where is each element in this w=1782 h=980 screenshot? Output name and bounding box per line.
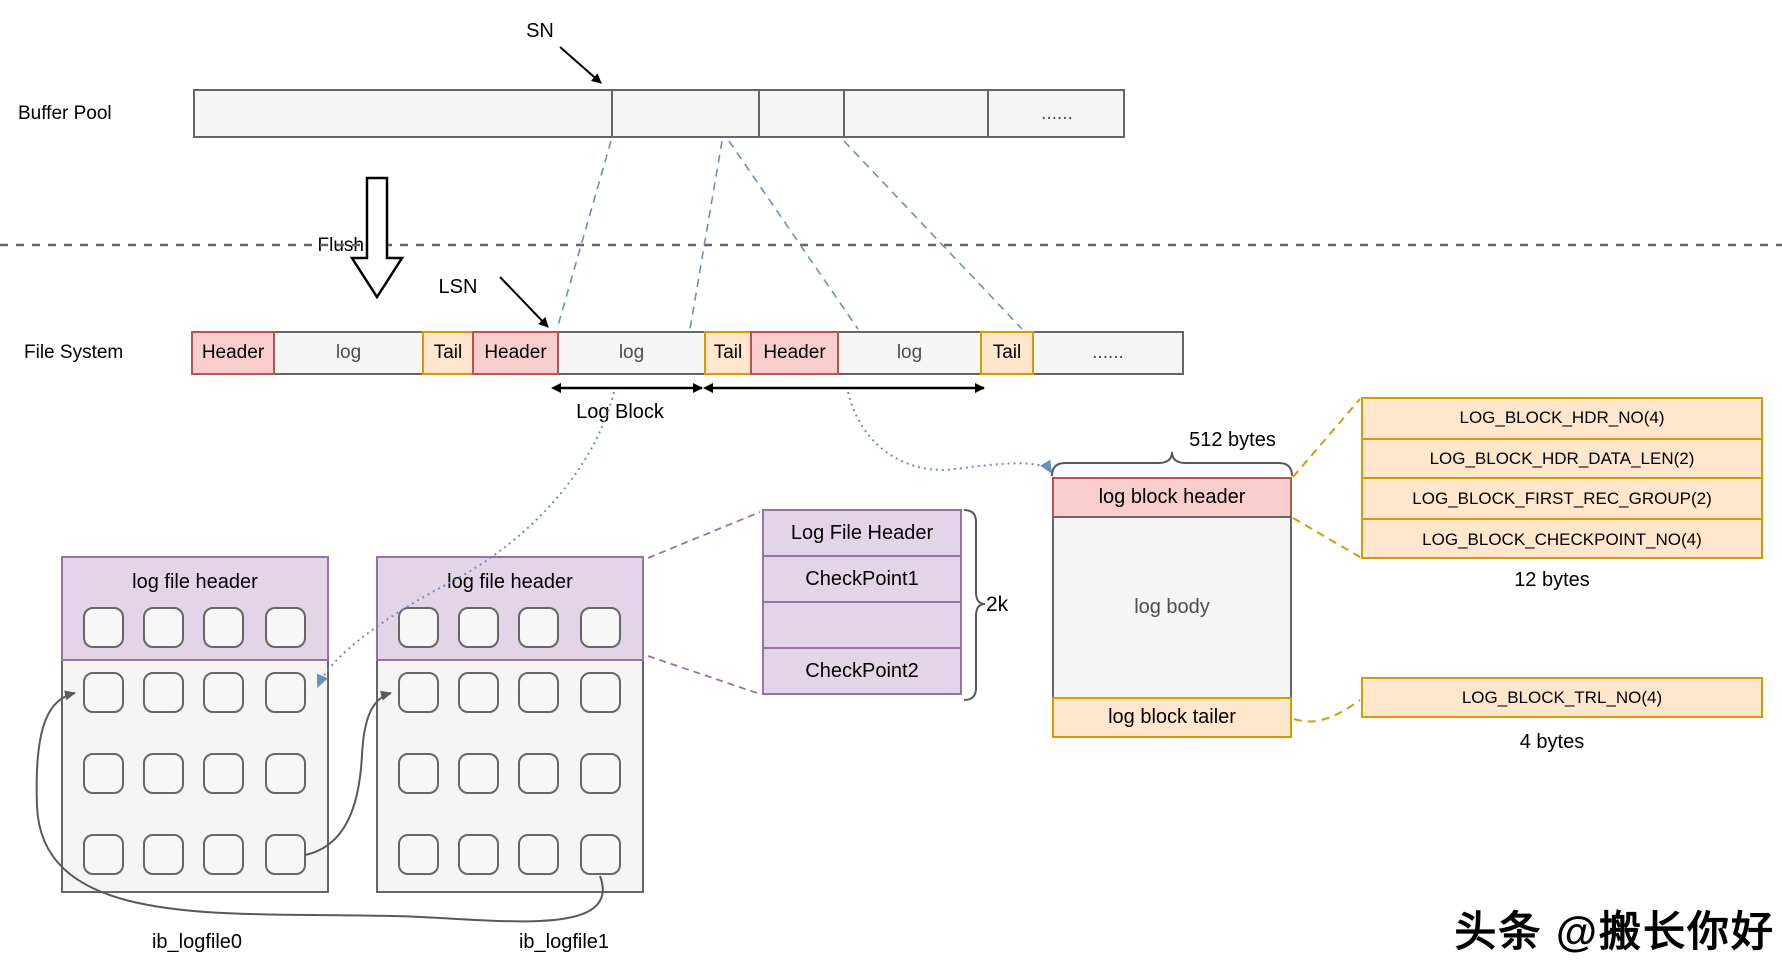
bytes-512-label: 512 bytes <box>1189 428 1276 451</box>
flush-mapping-line <box>689 140 723 330</box>
logfile0-header-slot <box>83 607 124 648</box>
header-detail-link <box>647 655 761 695</box>
logfile1-block <box>398 753 439 794</box>
sn-label: SN <box>526 19 554 42</box>
bytes-4-label: 4 bytes <box>1519 730 1585 753</box>
bytes-12-label: 12 bytes <box>1514 568 1590 591</box>
fs-segment-log: log <box>335 342 362 363</box>
logfile0-block <box>83 672 124 713</box>
stack-row-empty <box>762 601 962 649</box>
fs-segment-tail: Tail <box>980 331 1034 375</box>
logfile1-block <box>518 753 559 794</box>
log-block-label: Log Block <box>576 400 664 423</box>
fs-segment-log: log <box>618 342 645 363</box>
header-field-link <box>1292 517 1361 558</box>
logfile1-block <box>458 753 499 794</box>
field-trl-no: LOG_BLOCK_TRL_NO(4) <box>1361 677 1763 718</box>
tailer-field-link <box>1293 699 1361 723</box>
log-block-tailer-box: log block tailer <box>1052 697 1292 738</box>
flush-label: Flush <box>317 235 364 256</box>
logfile1-block <box>398 834 439 875</box>
block-to-header-curve <box>847 391 1053 474</box>
logfile0-block <box>203 672 244 713</box>
logfile0-block <box>265 834 306 875</box>
log-body-box <box>1052 516 1292 699</box>
logfile1-block <box>458 672 499 713</box>
header-detail-link <box>647 511 761 559</box>
logfile0-block <box>265 672 306 713</box>
lsn-label: LSN <box>438 275 478 298</box>
logfile0-name: ib_logfile0 <box>151 930 243 953</box>
buffer-pool-divider <box>987 91 989 136</box>
buffer-pool-divider <box>843 91 845 136</box>
stack-row-log-file-header: Log File Header <box>762 509 962 557</box>
field-first-rec-group: LOG_BLOCK_FIRST_REC_GROUP(2) <box>1361 477 1763 518</box>
logfile0-block <box>203 834 244 875</box>
buffer-pool-divider <box>611 91 613 136</box>
brace-512-bytes <box>1051 451 1293 477</box>
lsn-arrow <box>499 276 549 328</box>
logfile0-block <box>83 753 124 794</box>
fs-segment-header: Header <box>472 331 559 375</box>
buffer-pool-ellipsis: ...... <box>1041 102 1073 124</box>
logfile0-block <box>203 753 244 794</box>
logfile0-block <box>83 834 124 875</box>
logfile0-block <box>143 834 184 875</box>
logfile1-block <box>580 834 621 875</box>
log-body-label: log body <box>1134 595 1210 618</box>
logfile0-header-slot <box>143 607 184 648</box>
fs-segment-ellipsis: ...... <box>1092 342 1124 363</box>
logfile1-header-label: log file header <box>447 570 573 593</box>
buffer-pool-divider <box>758 91 760 136</box>
logfile0-block <box>143 753 184 794</box>
logfile0-block <box>143 672 184 713</box>
logfile1-block <box>518 834 559 875</box>
logfile1-block <box>580 672 621 713</box>
logfile1-header-slot <box>580 607 621 648</box>
logfile1-block <box>580 753 621 794</box>
field-hdr-no: LOG_BLOCK_HDR_NO(4) <box>1459 407 1665 427</box>
file-system-label: File System <box>24 342 124 363</box>
logfile1-block <box>458 834 499 875</box>
logfile1-block <box>518 672 559 713</box>
logfile1-name: ib_logfile1 <box>518 930 610 953</box>
fs-segment-tail: Tail <box>704 331 752 375</box>
fs-segment-header: Header <box>191 331 275 375</box>
fs-segment-log: log <box>896 342 923 363</box>
fs-segment-header: Header <box>750 331 839 375</box>
stack-row-checkpoint1: CheckPoint1 <box>762 555 962 603</box>
buffer-pool-bar <box>193 89 1125 138</box>
buffer-pool-label: Buffer Pool <box>18 103 112 124</box>
logfile0-header-slot <box>203 607 244 648</box>
fs-segment-tail: Tail <box>422 331 474 375</box>
field-checkpoint-no: LOG_BLOCK_CHECKPOINT_NO(4) <box>1361 518 1763 559</box>
logfile1-header-slot <box>398 607 439 648</box>
stack-row-checkpoint2: CheckPoint2 <box>762 647 962 695</box>
log-block-header-box: log block header <box>1052 477 1292 518</box>
field-hdr-data-len: LOG_BLOCK_HDR_DATA_LEN(2) <box>1361 438 1763 477</box>
flush-mapping-line <box>728 140 859 330</box>
watermark-text: 头条 @搬长你好 <box>1454 908 1775 955</box>
logfile0-header-label: log file header <box>132 570 258 593</box>
flush-mapping-line <box>843 140 1023 330</box>
sn-arrow <box>559 46 602 84</box>
logfile1-block <box>398 672 439 713</box>
logfile1-header-slot <box>518 607 559 648</box>
brace-2k <box>963 509 986 701</box>
logfile0-header-slot <box>265 607 306 648</box>
logfile0-block <box>265 753 306 794</box>
two-k-label: 2k <box>986 593 1009 616</box>
logfile1-header-slot <box>458 607 499 648</box>
flush-mapping-line <box>556 140 612 330</box>
